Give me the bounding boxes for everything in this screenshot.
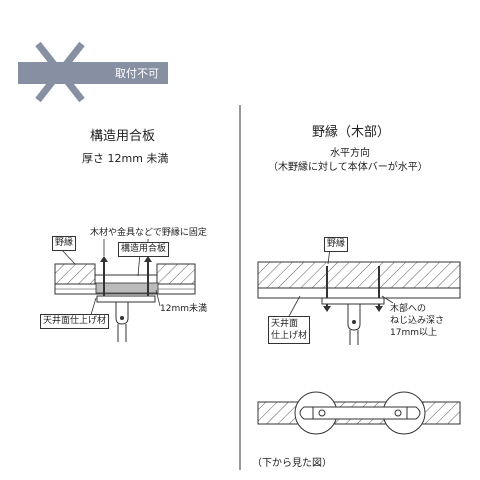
left-joist-block — [54, 263, 96, 285]
right-ceiling-line2: 仕上げ材 — [271, 331, 308, 341]
thickness-label: 12mm未満 — [160, 304, 207, 314]
screw-depth-line1: 木部への — [390, 304, 427, 314]
right-subtitle-2: （木野縁に対して本体バーが水平） — [268, 162, 428, 173]
screw-depth-line2: ねじ込み深さ — [390, 316, 445, 326]
fixture-bar — [96, 295, 156, 303]
fix-note-label: 木材や金具などで野縁に固定 — [90, 228, 207, 238]
right-ceiling-label: 天井面 仕上げ材 — [268, 316, 311, 344]
screw-depth-line3: 17mm以上 — [390, 328, 437, 338]
right-wood-diagram — [257, 247, 461, 435]
x-mark-icon — [35, 41, 85, 103]
bottom-view-diagram — [257, 391, 461, 435]
screw-depth-label: 木部への ねじ込み深さ 17mm以上 — [390, 303, 444, 339]
ceiling-finish-strip — [257, 287, 461, 299]
left-subtitle: 厚さ 12mm 未満 — [82, 152, 169, 165]
plywood-label: 構造用合板 — [118, 242, 170, 257]
right-joist-label: 野縁 — [324, 237, 349, 252]
left-title: 構造用合板 — [90, 129, 156, 144]
wood-joist — [257, 261, 461, 289]
fixture-bar-right — [321, 297, 385, 305]
right-ceiling-line1: 天井面 — [271, 319, 299, 329]
right-joist-block — [156, 263, 196, 285]
left-plywood-diagram — [54, 239, 196, 342]
not-installable-label: 取付不可 — [115, 67, 159, 80]
right-title: 野縁（木部） — [312, 125, 391, 140]
right-subtitle-1: 水平方向 — [330, 148, 370, 159]
left-ceiling-label: 天井面仕上げ材 — [40, 314, 110, 329]
bottom-view-caption: （下から見た図） — [252, 458, 332, 469]
left-joist-label: 野縁 — [52, 236, 77, 251]
